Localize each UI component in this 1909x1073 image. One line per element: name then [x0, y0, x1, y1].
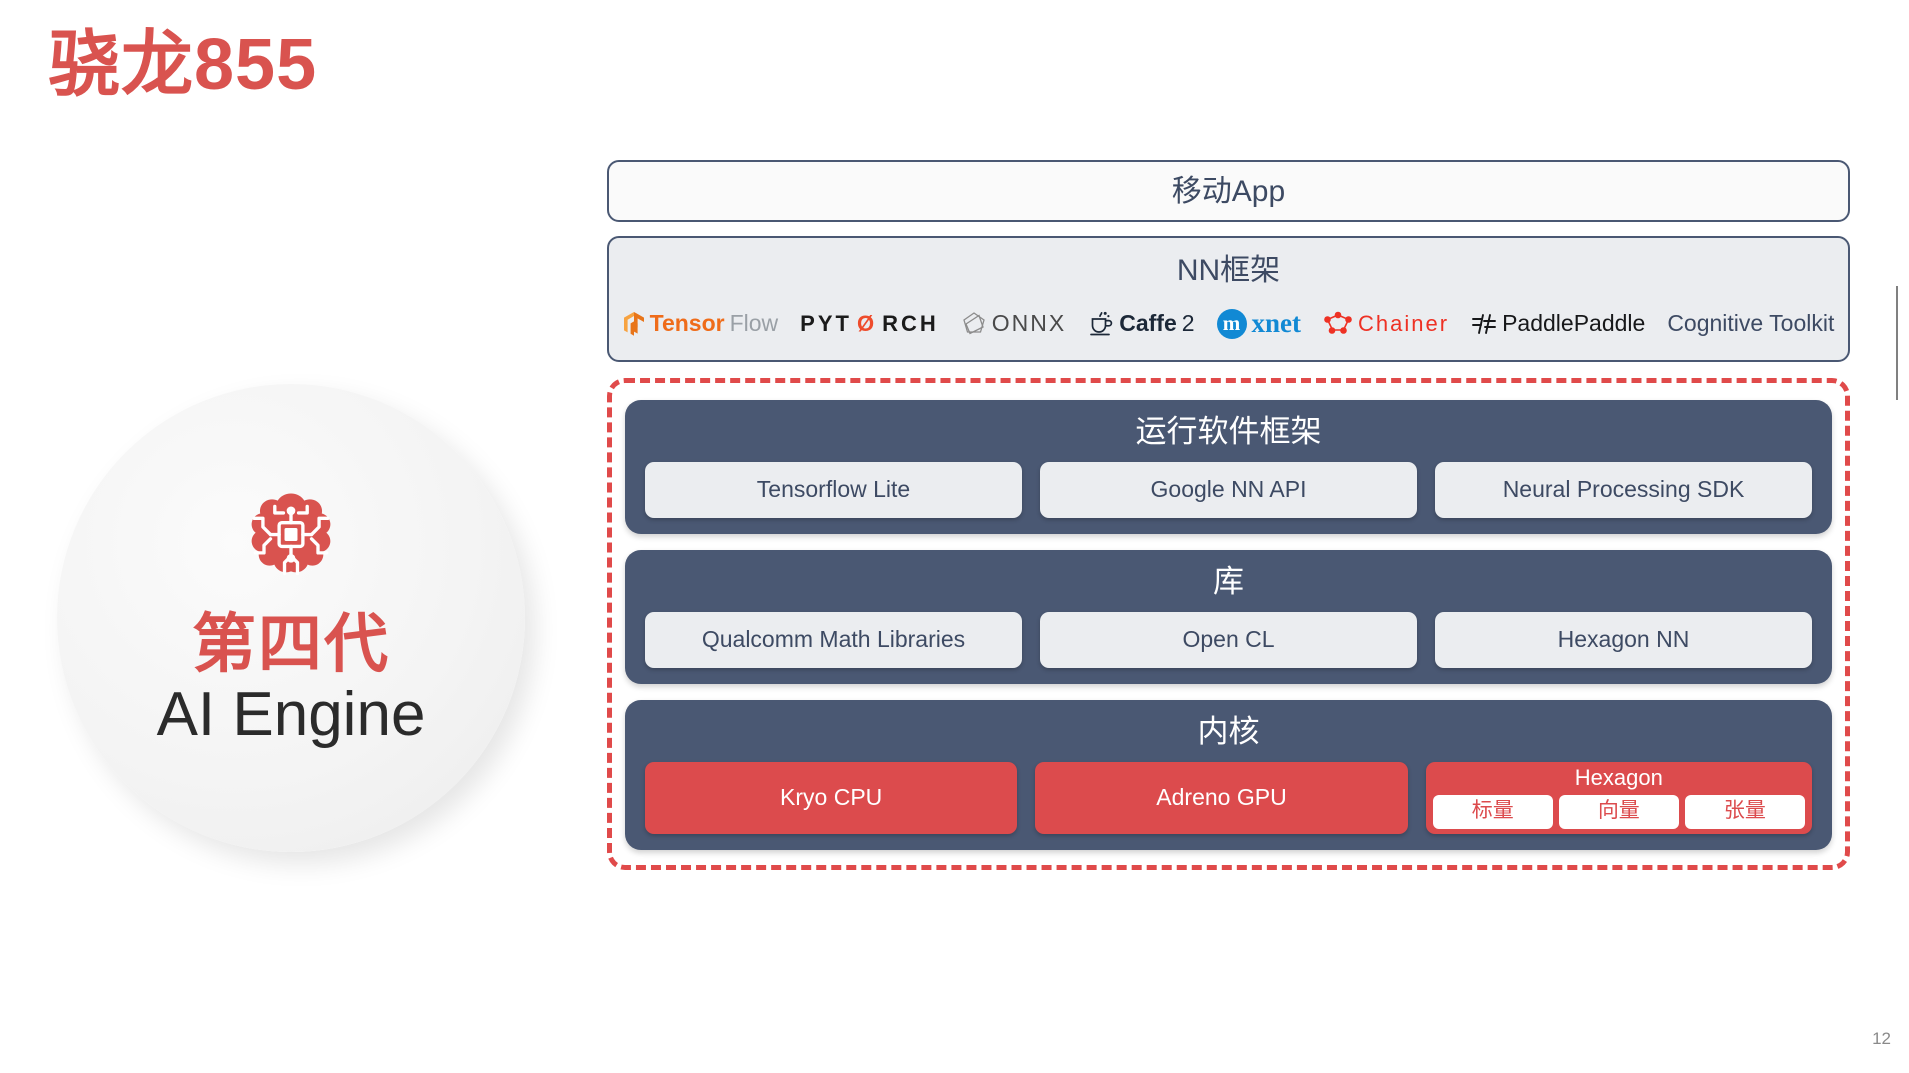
- onnx-logo: ONNX: [961, 311, 1066, 337]
- layer-mobile-app-label: 移动App: [1171, 175, 1286, 208]
- hexagon-unit-tensor[interactable]: 张量: [1684, 794, 1805, 829]
- caffe2-icon: [1088, 310, 1114, 337]
- pytorch-label-a: PYT: [800, 310, 852, 336]
- tensorflow-icon: [623, 311, 645, 337]
- page-title: 骁龙855: [48, 25, 318, 105]
- chainer-label: Chainer: [1358, 310, 1450, 336]
- mxnet-icon: m: [1216, 308, 1247, 339]
- hexagon-unit-vector[interactable]: 向量: [1558, 794, 1679, 829]
- chip-kryo-cpu[interactable]: Kryo CPU: [645, 762, 1018, 835]
- chip-tensorflow-lite[interactable]: Tensorflow Lite: [645, 461, 1022, 518]
- badge-name: AI Engine: [156, 679, 426, 749]
- chip-adreno-gpu[interactable]: Adreno GPU: [1035, 762, 1408, 835]
- chainer-logo: Chainer: [1323, 311, 1449, 337]
- tensorflow-label-a: Tensor: [649, 310, 725, 336]
- cognitive-toolkit-label: Cognitive Toolkit: [1667, 310, 1835, 336]
- caffe2-label-a: Caffe: [1119, 310, 1177, 336]
- onnx-label: ONNX: [991, 310, 1067, 336]
- right-edge-rule: [1896, 286, 1898, 400]
- chip-open-cl[interactable]: Open CL: [1040, 612, 1417, 669]
- paddlepaddle-label: PaddlePaddle: [1502, 310, 1646, 336]
- panel-kernel-title: 内核: [1197, 714, 1260, 750]
- chip-qualcomm-math-libraries[interactable]: Qualcomm Math Libraries: [645, 612, 1022, 669]
- chip-neural-processing-sdk[interactable]: Neural Processing SDK: [1435, 461, 1812, 518]
- caffe2-label-b: 2: [1181, 310, 1195, 336]
- panel-runtime-framework-row: Tensorflow Lite Google NN API Neural Pro…: [645, 461, 1812, 518]
- onnx-icon: [961, 311, 987, 337]
- hexagon-title: Hexagon: [1574, 765, 1663, 791]
- hexagon-unit-scalar[interactable]: 标量: [1432, 794, 1553, 829]
- chip-hexagon[interactable]: Hexagon 标量 向量 张量: [1425, 762, 1812, 835]
- ai-engine-group: 运行软件框架 Tensorflow Lite Google NN API Neu…: [607, 377, 1850, 871]
- panel-runtime-framework-title: 运行软件框架: [1135, 413, 1322, 449]
- ai-brain-chip-icon: [237, 487, 345, 595]
- panel-kernel: 内核 Kryo CPU Adreno GPU Hexagon 标量 向量 张量: [625, 700, 1832, 851]
- layer-mobile-app: 移动App: [607, 160, 1850, 222]
- chip-hexagon-nn[interactable]: Hexagon NN: [1435, 612, 1812, 669]
- badge-generation: 第四代: [192, 608, 390, 681]
- panel-kernel-row: Kryo CPU Adreno GPU Hexagon 标量 向量 张量: [645, 762, 1812, 835]
- paddlepaddle-icon: [1471, 312, 1497, 336]
- chip-google-nn-api[interactable]: Google NN API: [1040, 461, 1417, 518]
- pytorch-label-b: RCH: [882, 310, 939, 336]
- panel-runtime-framework: 运行软件框架 Tensorflow Lite Google NN API Neu…: [625, 399, 1832, 534]
- page-number: 12: [1872, 1029, 1891, 1048]
- panel-libraries: 库 Qualcomm Math Libraries Open CL Hexago…: [625, 549, 1832, 685]
- hexagon-units-row: 标量 向量 张量: [1432, 794, 1805, 829]
- panel-libraries-row: Qualcomm Math Libraries Open CL Hexagon …: [645, 612, 1812, 669]
- panel-libraries-title: 库: [1213, 563, 1244, 599]
- ai-engine-badge: 第四代 AI Engine: [57, 384, 525, 852]
- cognitive-toolkit-logo: Cognitive Toolkit: [1667, 312, 1834, 335]
- mxnet-label: xnet: [1251, 308, 1302, 338]
- tensorflow-label-b: Flow: [729, 310, 779, 336]
- paddlepaddle-logo: PaddlePaddle: [1471, 312, 1645, 336]
- chainer-icon: [1323, 311, 1353, 337]
- layer-nn-framework-label: NN框架: [1176, 254, 1281, 287]
- pytorch-flame-icon: Ø: [856, 310, 878, 336]
